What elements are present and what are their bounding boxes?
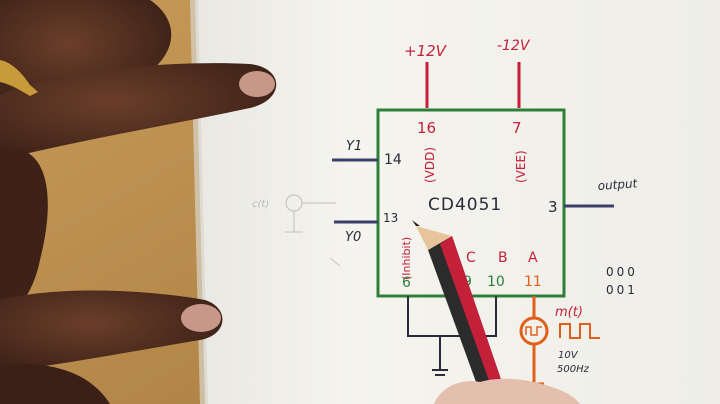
hand-right	[434, 378, 580, 404]
faint-ct-label: c(t)	[252, 199, 269, 210]
vdd-label: (VDD)	[423, 147, 437, 183]
vee-label: (VEE)	[514, 150, 528, 183]
pin-6-label: 6	[402, 275, 411, 291]
pin-7-label: 7	[512, 119, 522, 137]
mt-label: m(t)	[555, 305, 583, 320]
pin-13-label: 13	[383, 211, 398, 225]
b-select-label: B	[498, 250, 508, 266]
output-label: output	[597, 176, 639, 193]
fingernail	[181, 304, 221, 332]
chip-name-label: CD4051	[428, 195, 502, 215]
pencil	[412, 220, 506, 404]
supply-wires	[425, 62, 521, 108]
y1-label: Y1	[346, 139, 362, 154]
bits-row-1: 000	[606, 265, 638, 279]
a-select-label: A	[528, 250, 538, 266]
pin-16-label: 16	[417, 119, 436, 137]
pin-3-label: 3	[548, 198, 558, 216]
pin-11-label: 11	[524, 274, 542, 290]
freq-label: 500Hz	[557, 364, 590, 375]
square-wave-icon	[559, 323, 600, 339]
c-select-label: C	[466, 250, 476, 266]
inhibit-label: (Inhibit)	[400, 237, 413, 280]
y0-label: Y0	[345, 230, 361, 245]
faint-sketch	[285, 194, 341, 267]
minus-supply-label: -12V	[497, 38, 531, 54]
plus-supply-label: +12V	[404, 42, 448, 60]
amp-label: 10V	[558, 350, 579, 361]
ground-wiring	[407, 296, 497, 376]
hand	[0, 0, 277, 404]
pin-10-label: 10	[487, 274, 505, 290]
paper-sheet	[195, 0, 720, 404]
pin-14-label: 14	[384, 152, 402, 168]
signal-wires	[332, 158, 614, 224]
fingernail	[239, 71, 275, 97]
bits-row-2: 001	[606, 283, 638, 297]
